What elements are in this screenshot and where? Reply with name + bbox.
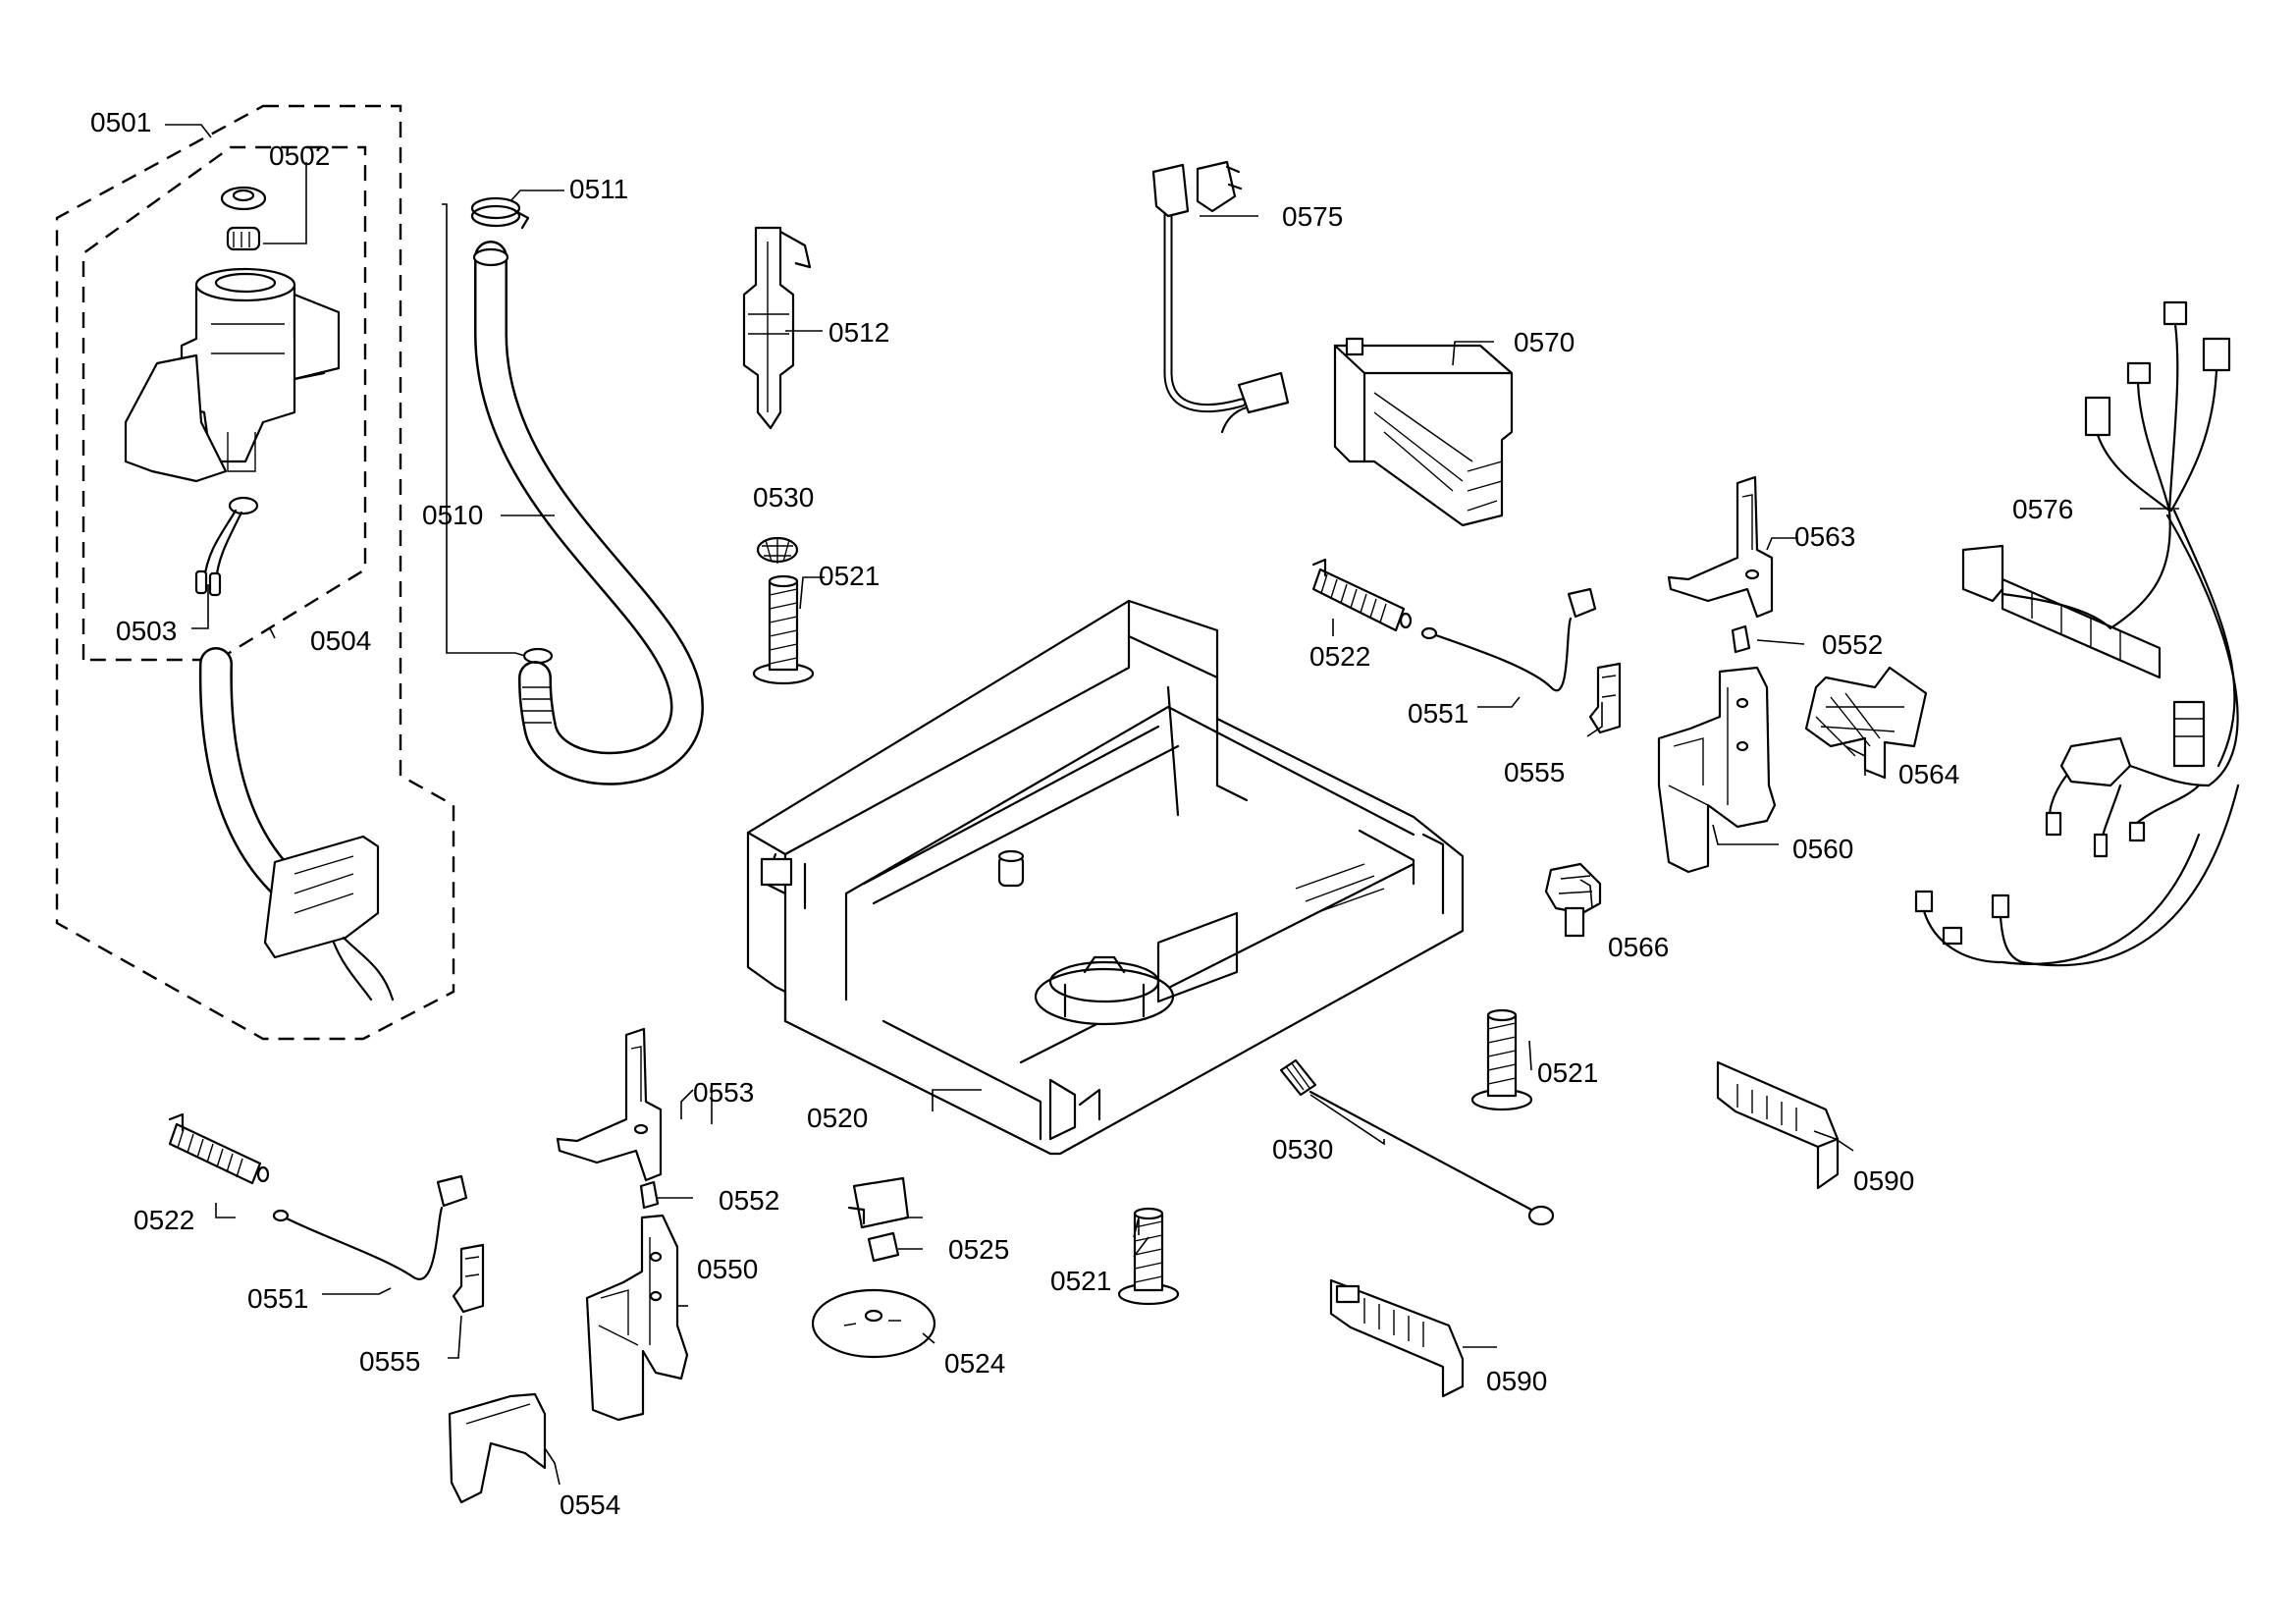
part-0520-base — [746, 599, 1465, 1156]
leader-lines — [165, 124, 2179, 1486]
label-0552-left: 0552 — [719, 1185, 779, 1216]
label-0504: 0504 — [310, 625, 371, 656]
label-0522-left: 0522 — [133, 1205, 194, 1235]
part-0504-hose — [198, 647, 395, 1001]
label-0551-left: 0551 — [247, 1283, 308, 1314]
part-labels: 0501 0502 0503 0504 0511 0510 0512 0530 … — [90, 107, 2073, 1520]
label-0502: 0502 — [269, 140, 330, 171]
part-0566-actuator — [1544, 862, 1602, 938]
part-0550-bracket — [585, 1214, 689, 1422]
part-0552-clip-right — [1731, 624, 1751, 654]
label-0503: 0503 — [116, 616, 177, 646]
part-0564-duct — [1804, 666, 1928, 780]
part-0521-foot-bottom — [1117, 1207, 1180, 1306]
label-0510: 0510 — [422, 500, 483, 530]
label-0554: 0554 — [560, 1489, 620, 1520]
label-0553: 0553 — [693, 1077, 754, 1108]
label-0552-right: 0552 — [1822, 629, 1883, 660]
label-0555-right: 0555 — [1504, 757, 1565, 787]
label-0570: 0570 — [1514, 327, 1575, 357]
part-0510-hose — [472, 241, 704, 785]
part-0524-plate — [811, 1288, 936, 1359]
part-0512-stand — [742, 226, 812, 430]
part-0576-harness — [1914, 300, 2240, 967]
part-0590-filter-right — [1716, 1060, 1840, 1190]
part-0530-rod — [1279, 1058, 1555, 1226]
label-0521-bottom: 0521 — [1050, 1266, 1111, 1296]
part-0551-sensor-left — [272, 1174, 468, 1280]
part-0522-spring-right — [1311, 558, 1413, 632]
label-0512: 0512 — [828, 317, 889, 348]
label-0564: 0564 — [1898, 759, 1959, 789]
part-0521-foot-top — [752, 574, 815, 685]
part-0554-part — [448, 1392, 547, 1504]
label-0511: 0511 — [569, 174, 628, 204]
part-0552-clip-left — [639, 1180, 660, 1210]
label-0521-top: 0521 — [819, 561, 880, 591]
part-0575-cord — [1151, 160, 1290, 434]
label-0575: 0575 — [1282, 201, 1343, 232]
part-0511-clamp — [470, 196, 530, 230]
part-0530-gear — [756, 536, 799, 564]
part-0502 — [220, 186, 267, 251]
part-0590-filter-bottom — [1329, 1278, 1465, 1398]
part-0555-clip-right — [1588, 662, 1622, 734]
part-0521-foot-right — [1470, 1008, 1533, 1111]
label-0521-right: 0521 — [1537, 1057, 1598, 1088]
label-0555-left: 0555 — [359, 1346, 420, 1377]
label-0590-bottom: 0590 — [1486, 1366, 1547, 1396]
label-0525: 0525 — [948, 1234, 1009, 1265]
label-0551-right: 0551 — [1408, 698, 1468, 729]
label-0530-top: 0530 — [753, 482, 814, 513]
label-0566: 0566 — [1608, 932, 1669, 962]
label-0501: 0501 — [90, 107, 151, 137]
part-0525-holder — [847, 1176, 910, 1263]
label-0560: 0560 — [1792, 834, 1853, 864]
label-0563: 0563 — [1794, 521, 1855, 552]
part-0555-clip-left — [452, 1243, 485, 1314]
valve-assembly — [124, 267, 341, 597]
label-0530-right: 0530 — [1272, 1134, 1333, 1164]
assembly-0501-outline — [55, 104, 455, 1041]
label-0590-right: 0590 — [1853, 1165, 1914, 1196]
part-0553-hinge — [556, 1027, 663, 1182]
part-0551-sensor-right — [1420, 587, 1597, 692]
label-0520: 0520 — [807, 1103, 868, 1133]
label-0576: 0576 — [2012, 494, 2073, 524]
part-0560-bracket — [1657, 666, 1777, 874]
part-0570-module — [1333, 337, 1514, 527]
part-0563-hinge — [1667, 475, 1774, 619]
label-0524: 0524 — [944, 1348, 1005, 1379]
label-0550: 0550 — [697, 1254, 758, 1284]
label-0522-right: 0522 — [1309, 641, 1370, 672]
part-0522-spring-left — [168, 1112, 270, 1185]
